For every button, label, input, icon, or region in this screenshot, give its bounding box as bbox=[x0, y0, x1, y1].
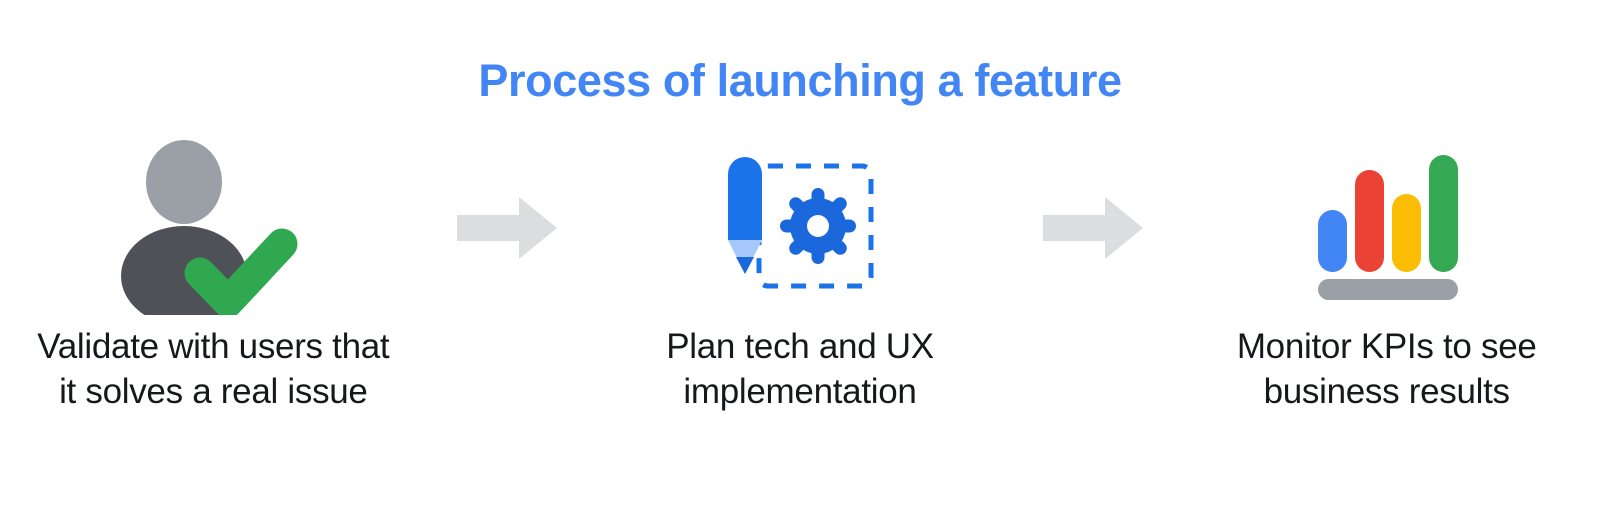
arrow-right-shape bbox=[1043, 196, 1144, 259]
arrow-right-shape bbox=[456, 196, 557, 259]
step-caption: Validate with users that it solves a rea… bbox=[37, 327, 390, 411]
bar-3-shape bbox=[1391, 194, 1421, 272]
page-title: Process of launching a feature bbox=[478, 55, 1122, 106]
step-validate: Validate with users that it solves a rea… bbox=[0, 140, 427, 415]
person-check-icon bbox=[120, 140, 298, 315]
pencil-gear-icon bbox=[728, 156, 874, 288]
chart-baseline-shape bbox=[1317, 279, 1458, 300]
person-check-icon-container bbox=[98, 140, 328, 315]
step-plan: Plan tech and UX implementation bbox=[587, 140, 1014, 415]
person-head-shape bbox=[145, 140, 222, 224]
arrow-2-cell bbox=[1013, 140, 1173, 315]
gear-shape bbox=[780, 187, 856, 264]
step-monitor: Monitor KPIs to see business results bbox=[1173, 140, 1600, 415]
pencil-body-shape bbox=[728, 156, 762, 240]
process-steps-row: Validate with users that it solves a rea… bbox=[0, 140, 1600, 460]
bar-2-shape bbox=[1354, 170, 1384, 272]
pencil-point-shape bbox=[736, 256, 754, 274]
bar-4-shape bbox=[1428, 155, 1458, 272]
arrow-1-cell bbox=[427, 140, 587, 315]
check-mark-shape bbox=[184, 228, 298, 315]
step-caption: Monitor KPIs to see business results bbox=[1236, 327, 1537, 411]
arrow-right-icon bbox=[456, 196, 557, 259]
bar-chart-icon bbox=[1317, 155, 1458, 300]
bar-chart-icon-container bbox=[1272, 140, 1502, 315]
pencil-gear-icon-container bbox=[685, 140, 915, 315]
arrow-right-icon bbox=[1043, 196, 1144, 259]
bar-1-shape bbox=[1317, 210, 1347, 272]
step-caption: Plan tech and UX implementation bbox=[666, 327, 934, 411]
